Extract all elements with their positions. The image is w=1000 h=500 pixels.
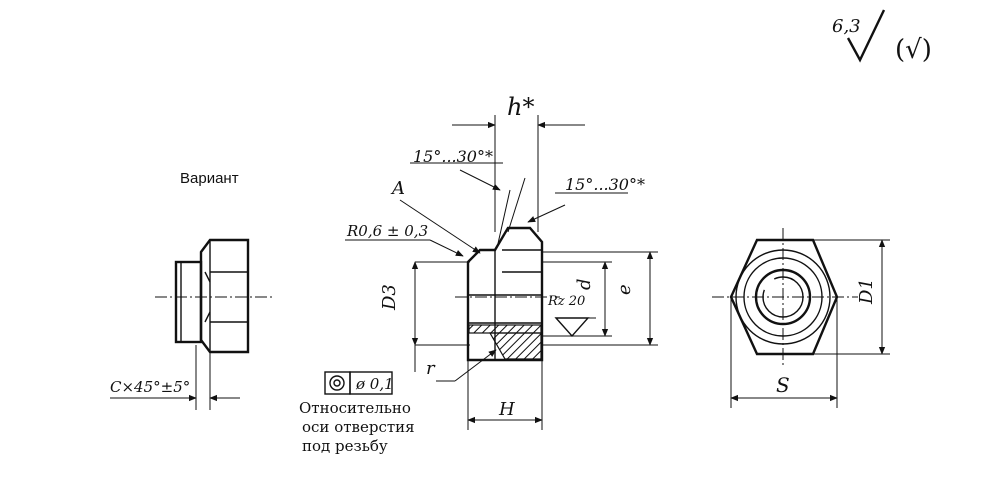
d1-label: D1 — [856, 278, 877, 305]
angle-top-label: 15°...30°* — [413, 147, 493, 166]
d-label: d — [574, 278, 595, 290]
a-label: A — [390, 178, 405, 199]
runout-tolerance: ø 0,1 Относительно оси отверстия под рез… — [299, 345, 416, 455]
roughness-other-surfaces: (√) — [895, 35, 932, 65]
roughness-check-icon — [846, 9, 886, 63]
h-label: H — [498, 399, 515, 420]
nut-section-outline — [466, 226, 544, 362]
chamfer-label: C×45°±5° — [110, 378, 190, 396]
roughness-value: 6,3 — [832, 16, 861, 37]
roughness-mark: 6,3 (√) — [832, 9, 932, 65]
d3-label: D3 — [379, 284, 400, 311]
rz-triangle-icon — [554, 317, 590, 338]
rz-label: Rz 20 — [547, 294, 585, 309]
angle-right-label: 15°...30°* — [565, 175, 645, 194]
section-view: h* 15°...30°* 15°...30°* A R0,6 ± 0,3 D3 — [345, 93, 658, 430]
hatched-section — [488, 332, 542, 360]
hex-top-view: D1 S — [712, 228, 890, 408]
concentric-circles-icon — [329, 375, 345, 391]
variant-hex-body — [199, 238, 250, 354]
variant-label: Вариант — [180, 170, 239, 187]
variant-collar — [174, 260, 203, 344]
runout-note-line-2: оси отверстия — [302, 418, 415, 436]
runout-value: ø 0,1 — [355, 375, 394, 393]
r-label: r — [426, 358, 436, 379]
e-label: e — [614, 284, 635, 295]
radius-label: R0,6 ± 0,3 — [346, 222, 428, 240]
s-label: S — [776, 373, 790, 397]
runout-note-line-1: Относительно — [299, 399, 411, 417]
runout-note-line-3: под резьбу — [302, 437, 388, 455]
h-star-label: h* — [507, 93, 534, 121]
variant-view: C×45°±5° — [110, 238, 272, 410]
